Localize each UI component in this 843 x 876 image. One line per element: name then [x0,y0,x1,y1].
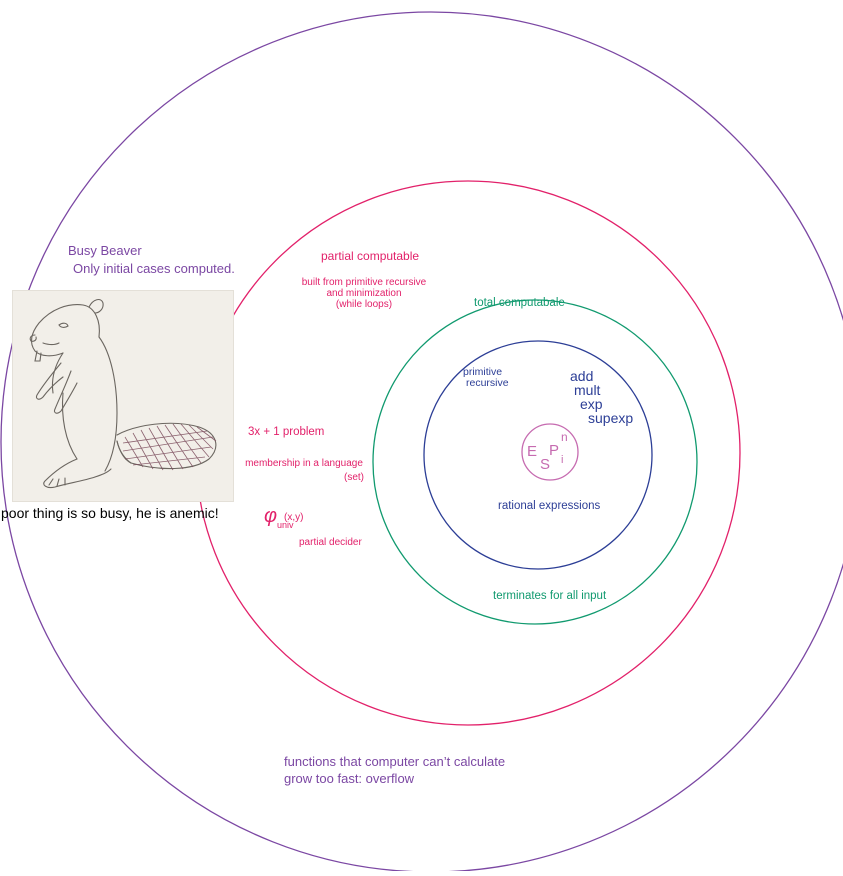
pi-superscript-n: n [561,430,568,444]
pi-letter-P: P [549,442,559,459]
collatz-label: 3x + 1 problem [248,426,324,438]
grow-fast-label: grow too fast: overflow [284,771,415,786]
primitive-recursive-circle [424,341,652,569]
membership-line2: (set) [344,472,364,483]
terminates-label: terminates for all input [493,590,607,602]
op-supexp: supexp [588,410,633,426]
built-from-line1: built from primitive recursive [302,277,427,288]
total-computable-circle [373,300,697,624]
membership-line1: membership in a language [245,458,363,469]
partial-decider-label: partial decider [299,537,362,548]
pi-subscript-i: i [561,454,563,466]
phi-arguments: (x,y) [284,512,303,523]
cant-calculate-label: functions that computer can’t calculate [284,754,505,769]
beaver-sketch-image [12,290,234,502]
total-computable-title: total computabale [474,297,565,309]
built-from-line3: (while loops) [336,299,392,310]
pi-letter-E: E [527,443,537,460]
partial-computable-circle [196,181,740,725]
partial-computable-title: partial computable [321,249,419,263]
beaver-caption: poor thing is so busy, he is anemic! [1,505,219,521]
initial-cases-label: Only initial cases computed. [73,261,235,276]
busy-beaver-label: Busy Beaver [68,243,142,258]
phi-symbol: φ [264,505,277,527]
primitive-label-line2: recursive [466,377,509,389]
rational-expressions-label: rational expressions [498,500,601,512]
built-from-line2: and minimization [326,288,401,299]
